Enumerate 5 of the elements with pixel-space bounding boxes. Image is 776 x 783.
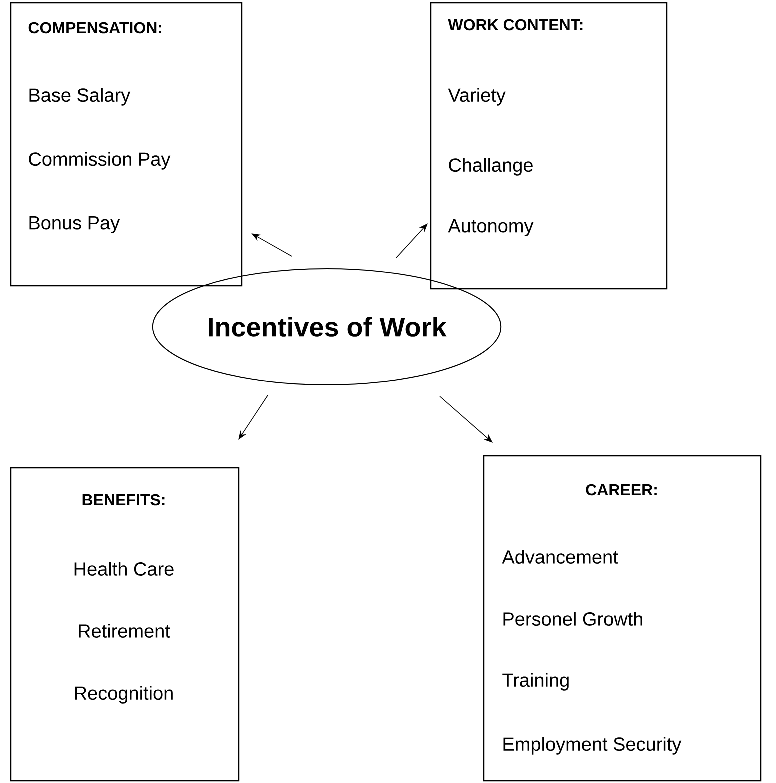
list-box: COMPENSATION: Base Salary Commission Pay Bonus Pay (10, 2, 243, 287)
list-box: BENEFITS: Health Care Retirement Recognition (10, 467, 240, 782)
list-box: WORK CONTENT: Variety Challange Autonomy (430, 2, 668, 290)
list-box: CAREER: Advancement Personel Growth Training Employment Security (483, 455, 762, 782)
arrow (440, 396, 493, 443)
